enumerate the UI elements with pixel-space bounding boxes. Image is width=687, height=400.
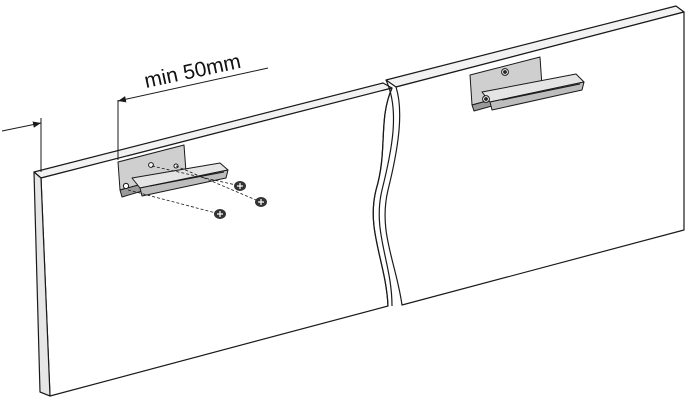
screw-icon bbox=[234, 181, 246, 191]
left-panel bbox=[33, 82, 393, 397]
mounting-bracket-icon bbox=[469, 56, 585, 112]
dimension-arrow-icon bbox=[1, 121, 42, 132]
right-panel-front-face bbox=[384, 11, 685, 306]
dimension-label: min 50mm bbox=[142, 50, 243, 93]
screw-icon bbox=[214, 209, 226, 219]
panel-break bbox=[372, 79, 395, 307]
dimension-arrow-icon bbox=[117, 67, 269, 103]
dimension-annotation bbox=[1, 67, 269, 172]
left-panel-front-face bbox=[40, 87, 393, 397]
right-panel bbox=[384, 5, 685, 306]
screw-guide-lines bbox=[127, 165, 257, 214]
mounting-bracket-icon bbox=[117, 144, 229, 198]
screw-icon bbox=[255, 197, 267, 207]
